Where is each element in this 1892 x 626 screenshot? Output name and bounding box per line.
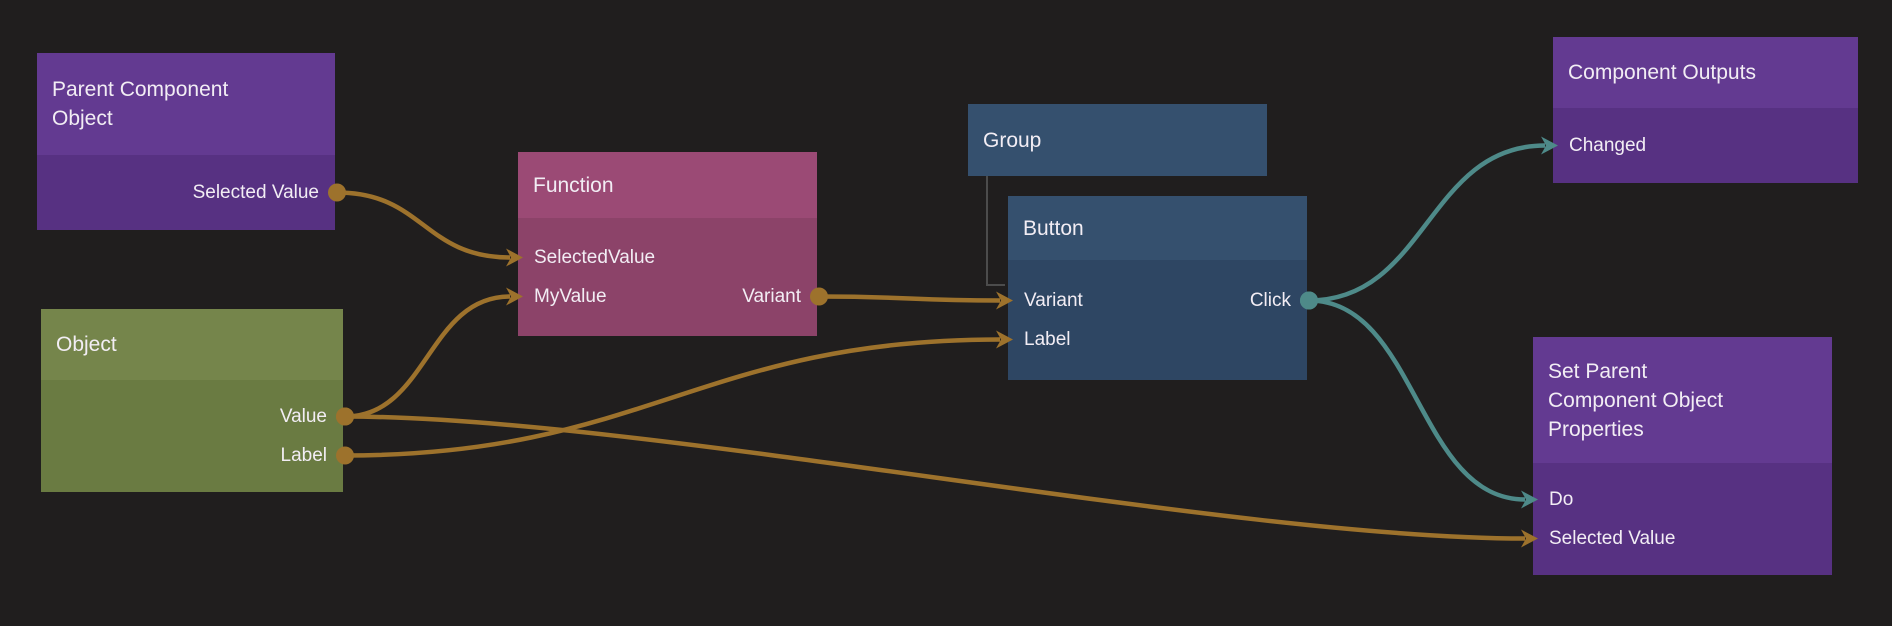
node-body: Changed: [1553, 108, 1858, 183]
node-group[interactable]: Group: [968, 104, 1267, 176]
node-row: SelectedValue: [518, 238, 817, 277]
wire-data-function-to-button[interactable]: [818, 294, 1001, 303]
node-row: Label: [41, 436, 343, 475]
node-row: Do: [1533, 480, 1832, 519]
group-link-group-to-button: [986, 176, 1005, 286]
node-row: Variant Click: [1008, 281, 1307, 320]
output-port-variant[interactable]: Variant: [742, 285, 801, 307]
output-port-click[interactable]: Click: [1249, 289, 1291, 311]
node-header-component-outputs[interactable]: Component Outputs: [1553, 37, 1858, 108]
node-title: Group: [983, 128, 1042, 152]
node-title: Button: [1023, 216, 1084, 240]
wire-data-object-to-function[interactable]: [344, 294, 511, 419]
node-title: Set Parent Component Object Properties: [1548, 359, 1724, 441]
input-port-label[interactable]: Label: [1024, 328, 1071, 350]
wire-signal-button-to-component-outputs[interactable]: [1308, 143, 1546, 303]
node-header-group[interactable]: Group: [968, 104, 1267, 176]
wire-signal-button-to-set-parent-component-object-properties[interactable]: [1308, 298, 1526, 502]
input-port-do[interactable]: Do: [1549, 488, 1574, 510]
node-title: Object: [56, 333, 117, 356]
input-port-variant[interactable]: Variant: [1024, 289, 1083, 311]
input-port-changed[interactable]: Changed: [1569, 134, 1647, 156]
node-body: Selected Value: [37, 155, 335, 230]
node-header-button[interactable]: Button: [1008, 196, 1307, 260]
wire-data-object-to-set-parent-component-object-properties[interactable]: [344, 414, 1526, 541]
output-port-label[interactable]: Label: [280, 444, 328, 466]
node-row: Changed: [1553, 126, 1858, 165]
node-row: Value: [41, 397, 343, 436]
node-row: Label: [1008, 320, 1307, 359]
node-header-function[interactable]: Function: [518, 152, 817, 218]
node-title: Component Outputs: [1568, 61, 1756, 84]
output-port-value[interactable]: Value: [279, 405, 327, 427]
input-port-selected-value[interactable]: Selected Value: [1549, 527, 1676, 549]
output-port-selected-value[interactable]: Selected Value: [192, 181, 319, 203]
node-header-set-parent-component-object-properties[interactable]: Set Parent Component Object Properties: [1533, 337, 1832, 463]
wire-data-parent-component-object-to-function[interactable]: [336, 190, 511, 260]
input-port-myvalue[interactable]: MyValue: [534, 285, 607, 307]
node-title: Parent Component Object: [52, 78, 229, 130]
node-row: Selected Value: [37, 173, 335, 212]
node-row: MyValue Variant: [518, 277, 817, 316]
wire-data-object-to-button[interactable]: [344, 337, 1001, 458]
input-port-selectedvalue[interactable]: SelectedValue: [534, 246, 656, 268]
node-title: Function: [533, 173, 614, 197]
node-header-parent-component-object[interactable]: Parent Component Object: [37, 53, 335, 155]
node-header-object[interactable]: Object: [41, 309, 343, 380]
node-row: Selected Value: [1533, 519, 1832, 558]
